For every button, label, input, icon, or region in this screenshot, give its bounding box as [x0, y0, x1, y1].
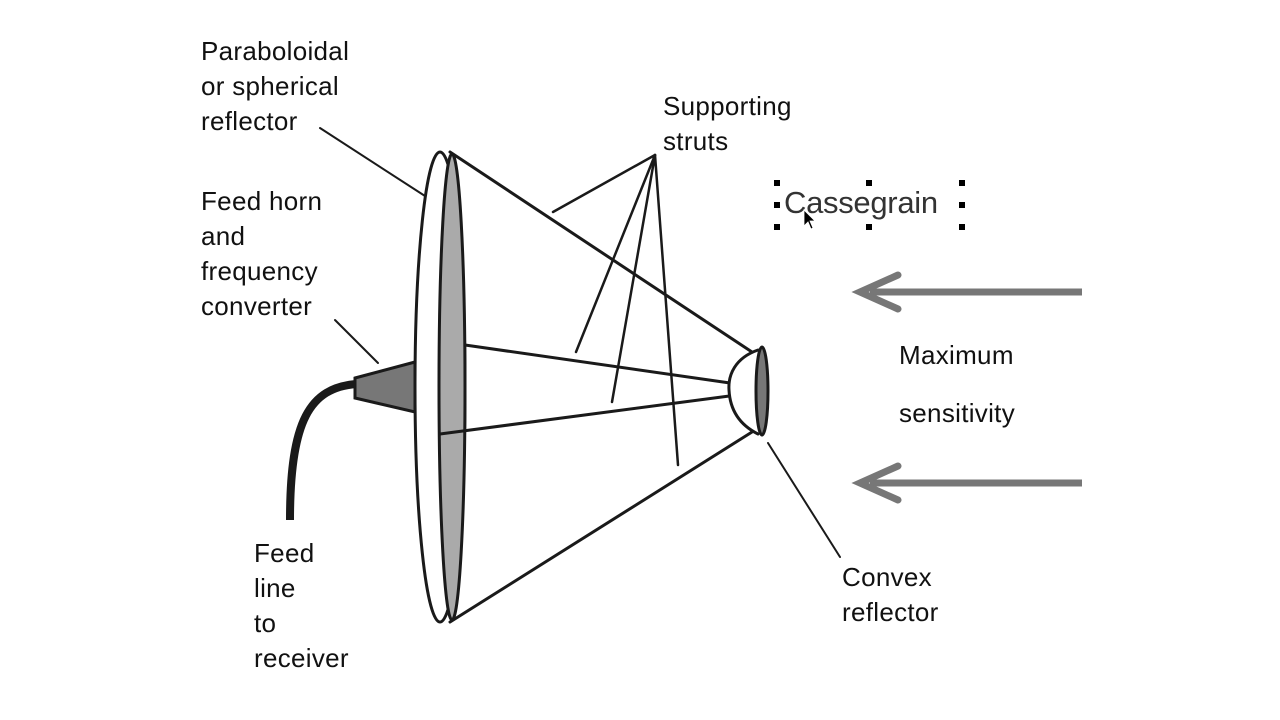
label-maximum-sensitivity: Maximum sensitivity [899, 340, 1015, 428]
dish-inner [437, 152, 467, 622]
convex-reflector-cap [754, 345, 770, 437]
resize-handle[interactable] [959, 224, 965, 230]
inner-ray-2 [438, 393, 739, 436]
cone-line-bottom [448, 430, 754, 624]
strut-2 [574, 153, 657, 354]
arrow-head-top [851, 271, 902, 313]
resize-handle[interactable] [774, 180, 780, 186]
label-reflector: Paraboloidal or spherical reflector [201, 36, 350, 136]
reflector-leader [319, 127, 426, 197]
strut-4 [653, 153, 680, 467]
resize-handle[interactable] [866, 224, 872, 230]
convex-leader [767, 442, 841, 558]
inner-ray-1 [463, 343, 732, 385]
selected-textbox[interactable] [774, 180, 965, 230]
strut-3 [610, 153, 657, 404]
label-supporting-struts: Supporting struts [663, 91, 792, 156]
resize-handle[interactable] [959, 202, 965, 208]
arrow-head-bottom [851, 462, 902, 504]
label-feed-line: Feed line to receiver [254, 538, 349, 673]
horn-leader [334, 319, 379, 364]
feed-cable [286, 380, 357, 521]
feed-horn [353, 360, 417, 414]
cassegrain-text[interactable]: Cassegrain [784, 185, 938, 220]
cone-line-top [448, 150, 754, 354]
resize-handle[interactable] [774, 202, 780, 208]
resize-handle[interactable] [866, 180, 872, 186]
resize-handle[interactable] [959, 180, 965, 186]
resize-handle[interactable] [774, 224, 780, 230]
label-feed-horn: Feed horn and frequency converter [201, 186, 323, 321]
convex-reflector [727, 348, 760, 436]
strut-1 [551, 153, 657, 214]
label-convex-reflector: Convex reflector [842, 562, 939, 627]
